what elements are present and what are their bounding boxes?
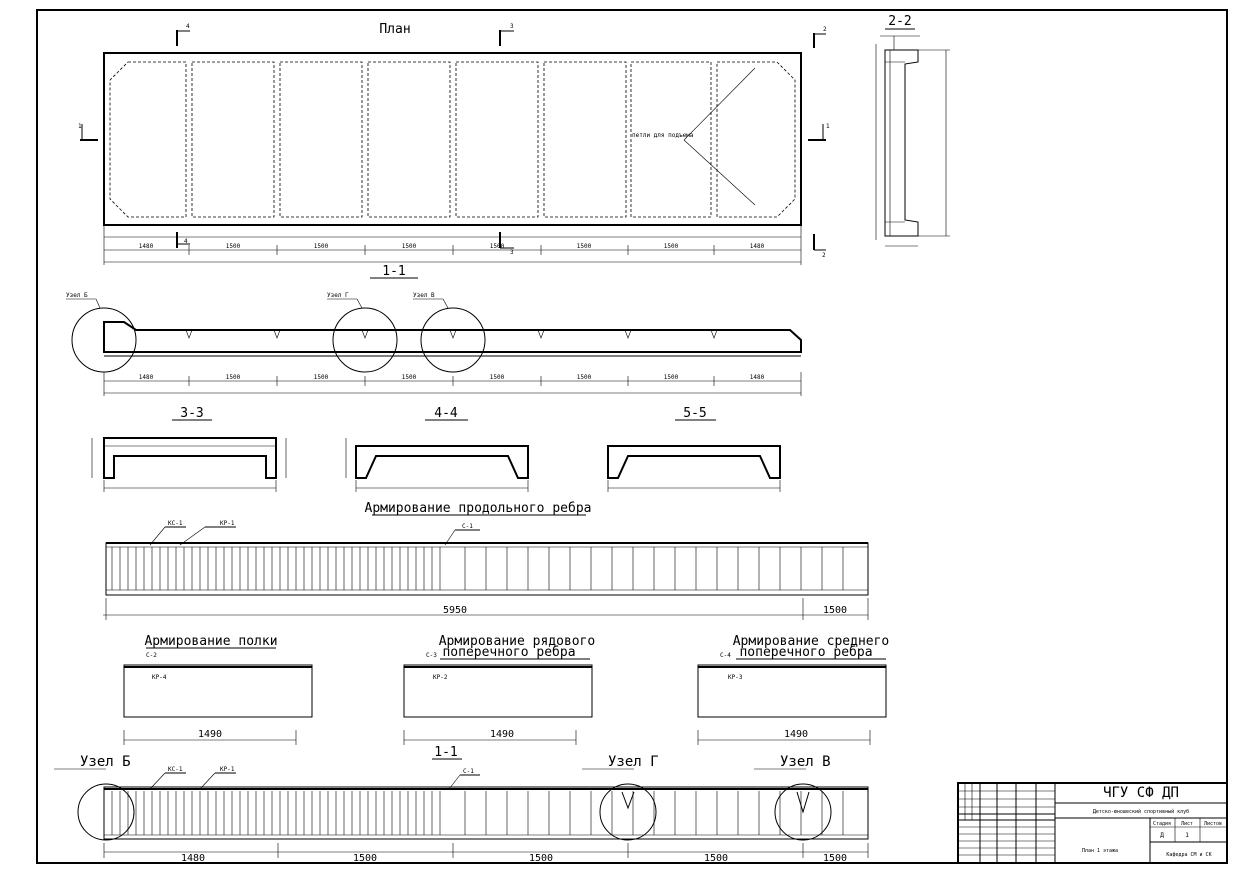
mid-rib-reinforcement: Армирование среднего поперечного ребра 1…: [697, 634, 890, 745]
long-rib-title: Армирование продольного ребра: [365, 501, 592, 516]
svg-text:КР-4: КР-4: [152, 674, 167, 681]
svg-text:1480: 1480: [181, 853, 205, 864]
svg-text:2: 2: [822, 252, 826, 259]
plan-dimensions: 1480 1500 1500 1500 1500 1500 1500 1480: [103, 225, 802, 265]
svg-text:1500: 1500: [529, 853, 553, 864]
tb-dept: Кафедра СМ и СК: [1166, 852, 1211, 858]
shelf-reinforcement: Армирование полки 1490 С-2 КР-4: [123, 634, 313, 745]
svg-text:КР-2: КР-2: [433, 674, 448, 681]
sheet-frame: [36, 9, 1228, 864]
svg-text:1500: 1500: [664, 374, 679, 381]
svg-text:1500: 1500: [490, 243, 505, 250]
svg-text:Узел Б: Узел Б: [66, 292, 88, 299]
svg-text:3: 3: [510, 23, 514, 30]
svg-text:КР-3: КР-3: [728, 674, 743, 681]
plan-note: петли для подъема: [632, 132, 694, 139]
svg-text:1: 1: [78, 123, 82, 130]
tb-org: ЧГУ СФ ДП: [1103, 785, 1179, 801]
svg-text:5950: 5950: [443, 605, 467, 616]
svg-text:1: 1: [826, 123, 830, 130]
section-2-2-title: 2-2: [888, 14, 911, 29]
svg-text:1500: 1500: [402, 243, 417, 250]
svg-text:4-4: 4-4: [434, 406, 458, 421]
svg-text:1500: 1500: [490, 374, 505, 381]
svg-text:КР-1: КР-1: [220, 766, 235, 773]
tb-sheet-name: План 1 этажа: [1082, 848, 1118, 854]
svg-text:1490: 1490: [198, 729, 222, 740]
svg-text:С-2: С-2: [146, 652, 157, 659]
row-rib-reinforcement: Армирование рядового поперечного ребра 1…: [403, 634, 596, 745]
svg-text:С-1: С-1: [462, 523, 473, 530]
svg-text:4: 4: [186, 23, 190, 30]
bottom-section-1-1: 1-1 Узел Б Узел Г Узел В 1480 1500 1500 …: [54, 745, 869, 864]
svg-text:1500: 1500: [704, 853, 728, 864]
svg-text:1480: 1480: [139, 374, 154, 381]
section-5-5: 5-5: [607, 406, 781, 492]
svg-text:С-4: С-4: [720, 652, 731, 659]
tb-sheet-no: 1: [1185, 832, 1189, 839]
section-3-3: 3-3: [91, 406, 287, 492]
svg-text:3-3: 3-3: [180, 406, 203, 421]
svg-text:1500: 1500: [823, 853, 847, 864]
svg-text:1500: 1500: [314, 243, 329, 250]
section-2-2: 2-2: [875, 14, 950, 247]
svg-text:Армирование среднего: Армирование среднего: [733, 634, 890, 649]
long-rib-stirrups: [111, 547, 844, 590]
svg-text:1500: 1500: [226, 243, 241, 250]
svg-text:Узел Г: Узел Г: [327, 292, 349, 299]
svg-text:1500: 1500: [577, 374, 592, 381]
svg-text:1-1: 1-1: [434, 745, 457, 760]
svg-text:Армирование рядового: Армирование рядового: [439, 634, 596, 649]
section-1-1: 1-1 Узел Б Узел Г Узел В 1480: [66, 264, 802, 396]
bottom-stirrups: [111, 791, 844, 835]
svg-text:поперечного ребра: поперечного ребра: [442, 645, 575, 660]
svg-text:5-5: 5-5: [683, 406, 706, 421]
svg-text:КС-1: КС-1: [168, 766, 183, 773]
tb-project: Детско-юношеский спортивный клуб: [1093, 808, 1189, 815]
svg-text:Листов: Листов: [1204, 821, 1222, 827]
svg-text:КС-1: КС-1: [168, 520, 183, 527]
section-1-1-title: 1-1: [382, 264, 405, 279]
section-4-4: 4-4: [345, 406, 529, 492]
svg-text:1490: 1490: [490, 729, 514, 740]
svg-text:1500: 1500: [577, 243, 592, 250]
svg-text:2: 2: [823, 26, 827, 33]
plan-cut-markers: 1 1 4 4 3 3 2 2: [78, 23, 830, 259]
title-block-grid: [958, 783, 1055, 863]
svg-text:1500: 1500: [226, 374, 241, 381]
svg-text:1500: 1500: [314, 374, 329, 381]
long-rib-reinforcement: Армирование продольного ребра 5950 1500 …: [103, 501, 869, 620]
svg-text:1480: 1480: [139, 243, 154, 250]
svg-text:Стадия: Стадия: [1153, 821, 1171, 827]
plan-view: План петли для подъема 1 1 4 4: [78, 22, 830, 265]
plan-panels: [109, 61, 796, 218]
title-block: ЧГУ СФ ДП Детско-юношеский спортивный кл…: [957, 782, 1228, 864]
svg-text:КР-1: КР-1: [220, 520, 235, 527]
plan-outline: [103, 52, 802, 226]
svg-text:3: 3: [510, 249, 514, 256]
svg-text:поперечного ребра: поперечного ребра: [739, 645, 872, 660]
tb-stage: Д: [1160, 832, 1164, 839]
svg-text:С-1: С-1: [463, 768, 474, 775]
svg-text:1480: 1480: [750, 243, 765, 250]
svg-text:1490: 1490: [784, 729, 808, 740]
node-g-circle: [332, 307, 398, 373]
svg-text:1500: 1500: [353, 853, 377, 864]
svg-text:1500: 1500: [664, 243, 679, 250]
node-v-circle: [420, 307, 486, 373]
svg-text:Лист: Лист: [1181, 821, 1193, 827]
svg-text:1480: 1480: [750, 374, 765, 381]
svg-text:Армирование полки: Армирование полки: [144, 634, 277, 649]
svg-text:Узел В: Узел В: [413, 292, 435, 299]
svg-text:4: 4: [184, 238, 188, 245]
svg-text:Узел В: Узел В: [780, 754, 831, 770]
svg-text:Узел Г: Узел Г: [608, 754, 659, 770]
plan-title: План: [379, 22, 410, 37]
svg-text:1500: 1500: [823, 605, 847, 616]
svg-text:1500: 1500: [402, 374, 417, 381]
svg-text:С-3: С-3: [426, 652, 437, 659]
svg-text:Узел Б: Узел Б: [80, 754, 131, 770]
